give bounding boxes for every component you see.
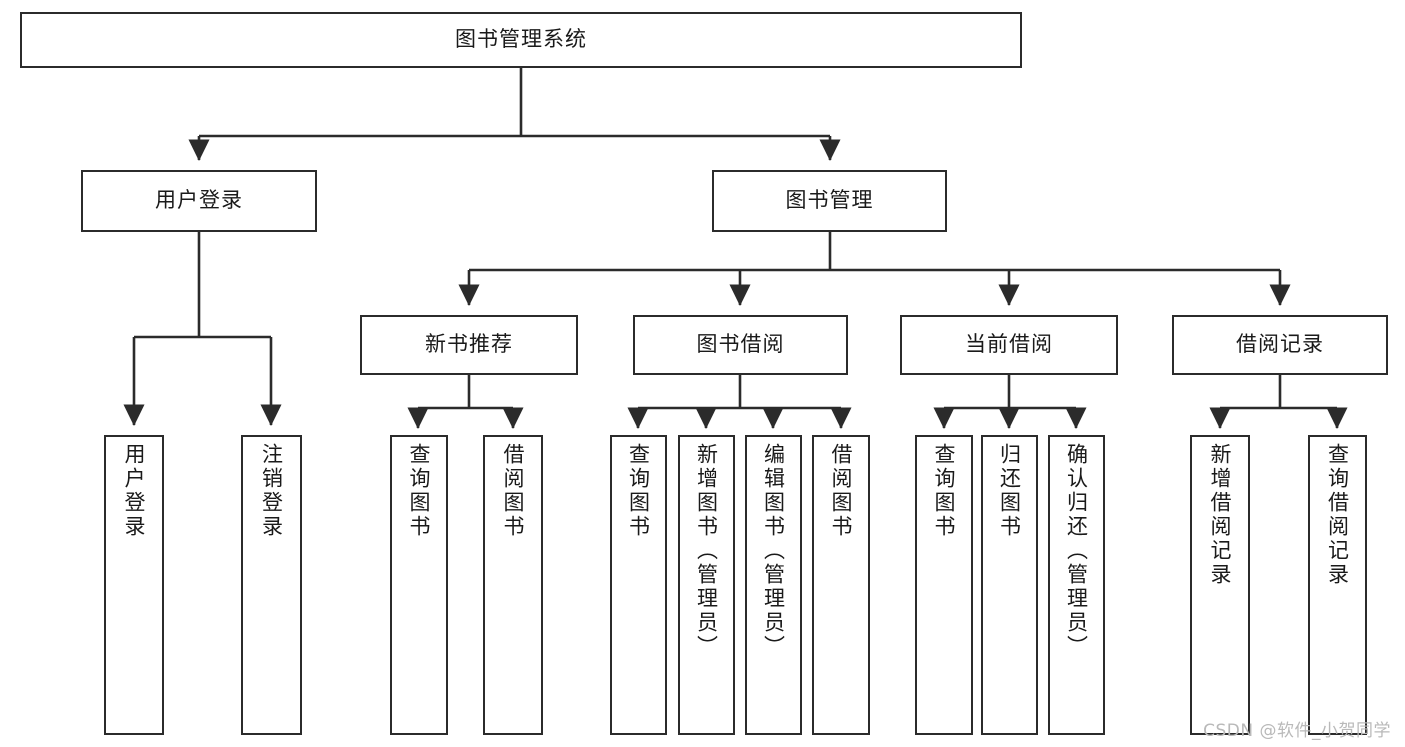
node-new-book-recommend[interactable]: 新书推荐	[360, 315, 578, 375]
node-label: 新增借阅记录	[1208, 443, 1233, 587]
node-label: 查询图书	[626, 443, 651, 539]
leaf-current-borrow-return-book[interactable]: 归还图书	[981, 435, 1038, 735]
leaf-user-login-login[interactable]: 用户登录	[104, 435, 164, 735]
node-label: 图书管理系统	[455, 27, 587, 52]
node-label: 用户登录	[122, 443, 147, 539]
node-label: 借阅图书	[501, 443, 526, 539]
node-label: 归还图书	[997, 443, 1022, 539]
node-label: 查询图书	[407, 443, 432, 539]
leaf-current-borrow-query-book[interactable]: 查询图书	[915, 435, 973, 735]
leaf-book-borrow-edit-book[interactable]: 编辑图书（管理员）	[745, 435, 802, 735]
node-label: 注销登录	[259, 443, 284, 539]
csdn-watermark: CSDN @软件_小贺同学	[1203, 721, 1391, 741]
node-label: 查询借阅记录	[1325, 443, 1350, 587]
leaf-book-borrow-add-book[interactable]: 新增图书（管理员）	[678, 435, 735, 735]
node-book-borrow[interactable]: 图书借阅	[633, 315, 848, 375]
leaf-new-book-borrow-book[interactable]: 借阅图书	[483, 435, 543, 735]
leaf-book-borrow-query-book[interactable]: 查询图书	[610, 435, 667, 735]
node-label: 新增图书（管理员）	[694, 443, 719, 659]
leaf-borrow-record-query-record[interactable]: 查询借阅记录	[1308, 435, 1367, 735]
node-label: 编辑图书（管理员）	[761, 443, 786, 659]
node-label: 新书推荐	[425, 332, 513, 357]
node-label: 用户登录	[155, 188, 243, 213]
leaf-new-book-query-book[interactable]: 查询图书	[390, 435, 448, 735]
node-label: 图书管理	[785, 188, 874, 213]
leaf-borrow-record-add-record[interactable]: 新增借阅记录	[1190, 435, 1250, 735]
node-label: 确认归还（管理员）	[1064, 443, 1089, 659]
leaf-current-borrow-confirm-return[interactable]: 确认归还（管理员）	[1048, 435, 1105, 735]
node-label: 当前借阅	[965, 332, 1053, 357]
node-current-borrow[interactable]: 当前借阅	[900, 315, 1118, 375]
node-user-login[interactable]: 用户登录	[81, 170, 317, 232]
node-label: 借阅记录	[1236, 332, 1324, 357]
node-borrow-record[interactable]: 借阅记录	[1172, 315, 1388, 375]
node-label: 图书借阅	[696, 332, 785, 357]
node-label: 借阅图书	[829, 443, 854, 539]
node-book-management[interactable]: 图书管理	[712, 170, 947, 232]
leaf-user-login-logout[interactable]: 注销登录	[241, 435, 302, 735]
node-root-book-management-system[interactable]: 图书管理系统	[20, 12, 1022, 68]
node-label: 查询图书	[932, 443, 957, 539]
leaf-book-borrow-borrow-book[interactable]: 借阅图书	[812, 435, 870, 735]
